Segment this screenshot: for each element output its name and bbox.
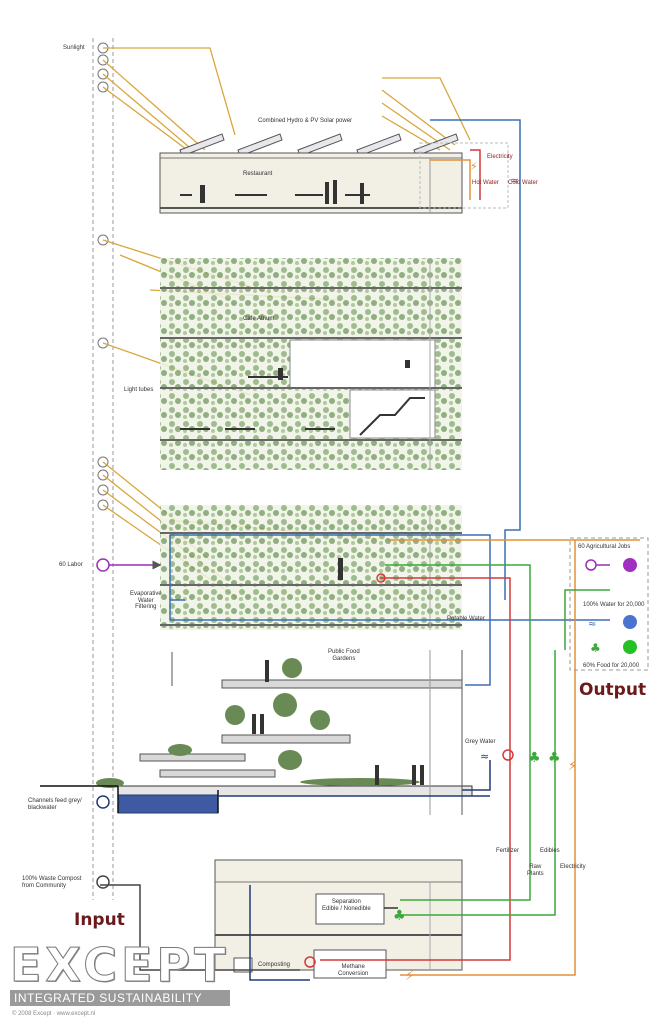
farm-building (160, 505, 462, 630)
label-cafe-atrium: Cafe Atrium (243, 316, 275, 322)
svg-text:♣: ♣ (528, 750, 541, 766)
output-nodes: ≈ ♣ ≈ ≈ ♣ ♣ ♣ ⚡ ⚡ ⚡ (304, 160, 637, 984)
label-waste-compost: 100% Waste Compost from Community (22, 876, 82, 889)
label-channels: Channels feed grey/ blackwater (28, 798, 82, 811)
garden-terraces (40, 650, 473, 815)
svg-text:≈: ≈ (480, 750, 489, 763)
svg-text:⚡: ⚡ (568, 759, 577, 774)
label-labor: 60 Labor (59, 562, 83, 568)
atrium-building (160, 258, 462, 470)
label-raw-plants: Raw Plants (527, 864, 544, 877)
basement (214, 859, 463, 979)
svg-text:♣: ♣ (590, 641, 601, 655)
svg-text:⚡: ⚡ (470, 160, 478, 173)
utility-box (419, 142, 509, 209)
svg-text:≈: ≈ (510, 174, 519, 187)
input-column (92, 38, 114, 900)
except-logo: EXCEPT INTEGRATED SUSTAINABILITY (10, 942, 230, 1006)
label-composting: Composting (258, 962, 291, 968)
flow-lines (100, 119, 640, 981)
label-separation: Separation Edible / Nonedible (322, 899, 371, 912)
label-edibles: Edibles (540, 848, 560, 854)
solar-panels (179, 133, 459, 157)
label-light-tubes: Light tubes (124, 387, 154, 393)
svg-text:♣: ♣ (548, 750, 561, 766)
label-restaurant: Restaurant (243, 171, 273, 177)
label-electricity-bottom: Electricity (560, 864, 586, 870)
label-evaporative: Evaporative Water Filtering (130, 591, 162, 611)
label-methane: Methane Conversion (338, 964, 369, 977)
label-hot-water: Hot Water (472, 180, 499, 186)
output-column (569, 537, 649, 671)
label-food-out: 60% Food for 20,000 (583, 663, 640, 669)
label-sunlight: Sunlight (63, 45, 85, 51)
label-potable: Potable Water (447, 616, 485, 622)
top-building (159, 152, 463, 214)
svg-text:⚡: ⚡ (405, 969, 414, 984)
label-public-food: Public Food Gardens (328, 649, 360, 662)
svg-text:♣: ♣ (393, 908, 406, 924)
label-ag-jobs: 60 Agricultural Jobs (578, 544, 631, 550)
label-water-out: 100% Water for 20,000 (583, 602, 645, 608)
svg-text:≈: ≈ (588, 619, 596, 630)
input-title: Input (74, 910, 125, 930)
logo-wordmark: EXCEPT (10, 938, 230, 992)
label-fertilizer: Fertilizer (496, 848, 520, 854)
label-electricity-top: Electricity (487, 154, 513, 160)
label-cold-water: Cold Water (508, 180, 538, 186)
copyright: © 2008 Except · www.except.nl (12, 1011, 96, 1017)
label-grey-water: Grey Water (465, 739, 496, 745)
output-title: Output (579, 680, 647, 700)
label-solar: Combined Hydro & PV Solar power (258, 118, 353, 124)
logo-tagline: INTEGRATED SUSTAINABILITY (10, 990, 230, 1006)
